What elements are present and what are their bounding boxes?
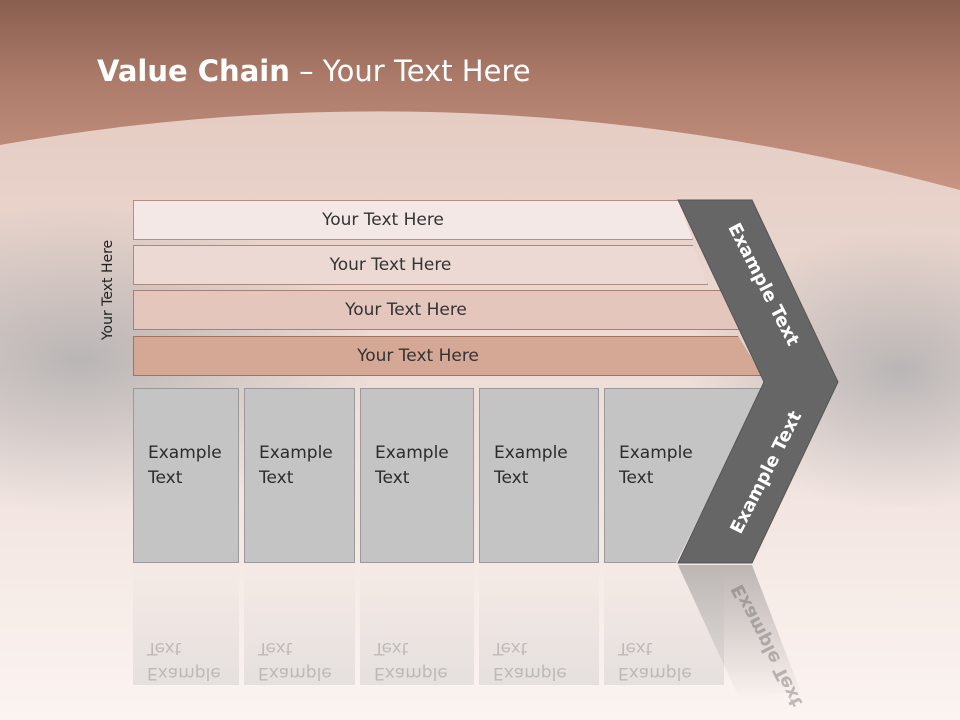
primary-column-3: Example Text (360, 388, 474, 563)
title-bold: Value Chain (97, 54, 290, 88)
column-3-line-1: Example (375, 443, 449, 463)
chevron-shape (677, 199, 839, 564)
column-1-line-2: Text (148, 468, 183, 488)
support-bar-4-label: Your Text Here (357, 346, 479, 366)
column-4-line-2: Text (494, 468, 529, 488)
primary-column-1: Example Text (133, 388, 239, 563)
primary-column-4: Example Text (479, 388, 599, 563)
column-5-line-2: Text (619, 468, 654, 488)
column-2-line-2: Text (259, 468, 294, 488)
support-bar-1: Your Text Here (133, 200, 693, 240)
support-bar-3-label: Your Text Here (345, 300, 467, 320)
chevron-reflection (678, 565, 800, 700)
primary-column-2: Example Text (244, 388, 355, 563)
column-2-line-1: Example (259, 443, 333, 463)
support-bar-3: Your Text Here (133, 290, 739, 330)
column-5-line-1: Example (619, 443, 693, 463)
column-3-line-2: Text (375, 468, 410, 488)
support-bar-1-label: Your Text Here (322, 210, 444, 230)
column-1-line-1: Example (148, 443, 222, 463)
support-bar-4: Your Text Here (133, 336, 763, 376)
slide-title: Value Chain – Your Text Here (97, 54, 531, 88)
support-bar-2-label: Your Text Here (329, 255, 452, 275)
title-rest: – Your Text Here (289, 54, 531, 88)
column-4-line-1: Example (494, 443, 568, 463)
support-bar-2: Your Text Here (133, 245, 708, 285)
